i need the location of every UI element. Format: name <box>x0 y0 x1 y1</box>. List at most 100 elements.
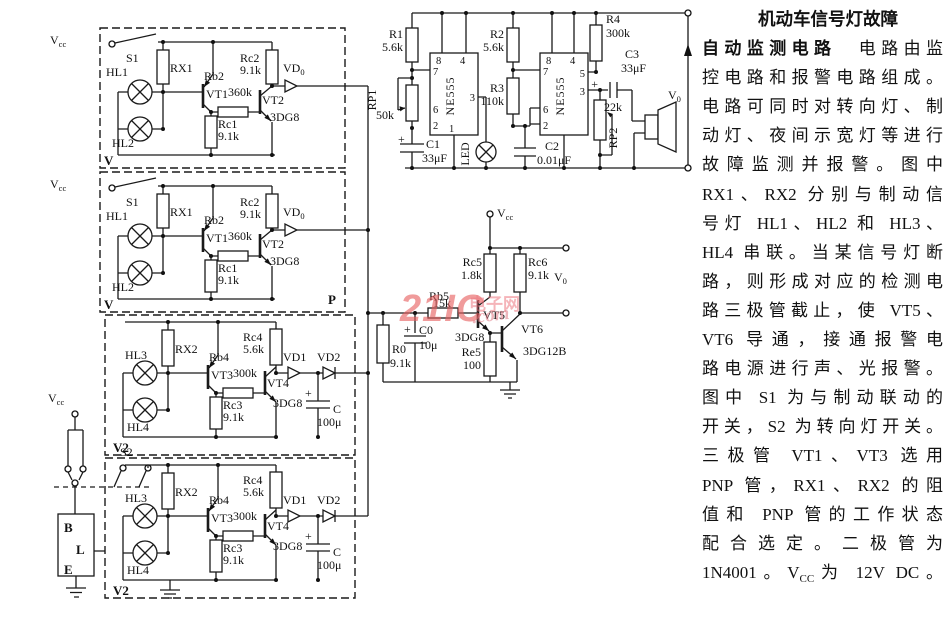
ic1-pin8: 8 <box>436 56 441 67</box>
article-line: 动灯、夜间示宽灯等进行 <box>702 126 943 146</box>
label-flasher-l: L <box>76 542 85 557</box>
ic2-pin2: 2 <box>543 121 548 132</box>
label-c3: C3 <box>625 47 639 61</box>
resistor-rc5 <box>483 253 497 293</box>
article-line: VT6 导通，接通报警电 <box>702 330 943 350</box>
v0-terminal-bottom <box>684 164 692 172</box>
label-c3-plus: + <box>591 77 598 91</box>
ic2-pin5: 5 <box>580 69 585 80</box>
alarm-oscillator-section: R1 5.6k RP1 50k NE555 8 4 7 6 2 3 1 + C1… <box>365 9 692 172</box>
speaker <box>644 100 677 154</box>
output-terminal-top <box>562 244 570 252</box>
ic2-pin7: 7 <box>543 67 548 78</box>
label-c0-value: 10μ <box>419 338 437 352</box>
ic1-pin3: 3 <box>470 93 475 104</box>
label-r0: R0 <box>392 342 406 356</box>
label-r0-value: 9.1k <box>390 356 411 370</box>
vt6-emitter-arrow <box>509 352 516 359</box>
resistor-r4 <box>589 24 603 62</box>
label-re5: Re5 <box>462 345 481 359</box>
alarm-driver-stage: Vcc V0 Rb5 15k R0 9.1k + C0 10μ Rc5 1.8k… <box>376 206 570 399</box>
resistor-r3 <box>506 77 520 115</box>
ic1-pin6: 6 <box>433 105 438 116</box>
label-re5-value: 100 <box>463 358 481 372</box>
label-rp1-value: 50k <box>376 108 394 122</box>
label-rc5-value: 1.8k <box>461 268 482 282</box>
ic2-pin4: 4 <box>570 56 576 67</box>
circuit-schematic: S1 HL1 HL2 RX1 Rb2 VT1 360k Rc1 9.1k Rc2… <box>48 9 692 600</box>
article-line: 三极管 VT1、VT3 选用 <box>702 446 943 466</box>
article-line: HL4 串联。当某信号灯断 <box>702 242 943 262</box>
ic2-pin3: 3 <box>580 87 585 98</box>
label-c3-value: 33μF <box>621 61 646 75</box>
label-r3-value: 110k <box>480 94 504 108</box>
article-line: 电路可同时对转向灯、制 <box>702 97 943 117</box>
label-rc5: Rc5 <box>463 255 482 269</box>
label-flasher-b: B <box>64 520 73 535</box>
label-c0-plus: + <box>404 322 411 336</box>
label-rb5-value: 15k <box>433 296 451 310</box>
label-r4: R4 <box>606 12 620 26</box>
label-c0: C0 <box>419 323 433 337</box>
rp1-wiper-arrow <box>399 106 405 112</box>
driver-wires <box>382 217 563 399</box>
label-vt5-type: 3DG8 <box>455 330 484 344</box>
last-line-sub: CC <box>799 572 815 585</box>
resistor-re5 <box>483 341 497 377</box>
pot-rp2 <box>593 99 607 141</box>
led-lamp <box>475 141 497 163</box>
article-line: 号灯 HL1、HL2 和 HL3、 <box>702 213 943 233</box>
article-title: 机动车信号灯故障 <box>758 9 898 29</box>
label-r2-value: 5.6k <box>483 40 504 54</box>
label-v0-driver: V0 <box>554 270 567 286</box>
timer-ic1 <box>429 52 479 136</box>
resistor-rc6 <box>513 253 527 293</box>
label-s2: S2 <box>120 445 133 459</box>
label-rc6-value: 9.1k <box>528 268 549 282</box>
label-flasher-e: E <box>64 562 73 577</box>
article-line: RX1、RX2 分别与制动信 <box>702 184 943 204</box>
rp2-wiper-arrow <box>607 112 614 118</box>
label-vt5: VT5 <box>483 308 505 322</box>
label-rp2-value: 22k <box>604 100 622 114</box>
label-r1-value: 5.6k <box>382 40 403 54</box>
label-ic2: NE555 <box>553 77 567 116</box>
article-lead-rest: 电路由监 <box>836 39 943 59</box>
article-line: 图中 S1 为与制动联动的 <box>702 388 943 408</box>
output-terminal-bottom <box>562 309 570 317</box>
label-c2-value: 0.01μF <box>537 153 571 167</box>
article-line: 故障监测并报警。图中 <box>702 155 943 175</box>
block4-ground <box>160 580 180 599</box>
pot-rp1 <box>405 84 419 122</box>
article-line: 控电路和报警电路组成。 <box>702 68 943 88</box>
article-line: 值和 PNP 管的工作状态 <box>702 504 943 524</box>
label-vcc-block1: Vcc <box>50 33 66 49</box>
label-rb5: Rb5 <box>429 289 449 303</box>
label-r2: R2 <box>490 27 504 41</box>
article-lead-line: 自动监测电路 电路由监 <box>702 34 943 63</box>
label-vcc-driver: Vcc <box>497 206 513 222</box>
ic1-pin2: 2 <box>433 121 438 132</box>
flasher-ground <box>66 550 105 598</box>
label-vt6-type: 3DG12B <box>523 344 566 358</box>
article-line: 开关，S2 为转向灯开关。 <box>702 417 943 437</box>
resistor-r0 <box>376 324 390 364</box>
v0-arrow-up <box>684 44 692 56</box>
label-r3: R3 <box>490 81 504 95</box>
ic1-pin7: 7 <box>433 67 438 78</box>
article-line: 配合选定。二极管为 <box>702 533 943 553</box>
label-r4-value: 300k <box>606 26 630 40</box>
ic1-pin4: 4 <box>460 56 466 67</box>
label-ic1: NE555 <box>443 77 457 116</box>
label-c2: C2 <box>545 139 559 153</box>
article-line: 路三极管截止，使 VT5、 <box>702 300 943 320</box>
last-line-post: 为 12V DC。 <box>814 562 943 582</box>
v0-terminal-top <box>684 9 692 17</box>
timer-ic2 <box>539 52 589 136</box>
label-c1: C1 <box>426 137 440 151</box>
label-vcc-left: Vcc <box>48 391 64 407</box>
ic1-pin1: 1 <box>449 124 454 135</box>
article-line: 路，则形成对应的检测电 <box>702 271 943 291</box>
ic2-pin8: 8 <box>546 56 551 67</box>
label-point-p: P <box>328 292 336 307</box>
